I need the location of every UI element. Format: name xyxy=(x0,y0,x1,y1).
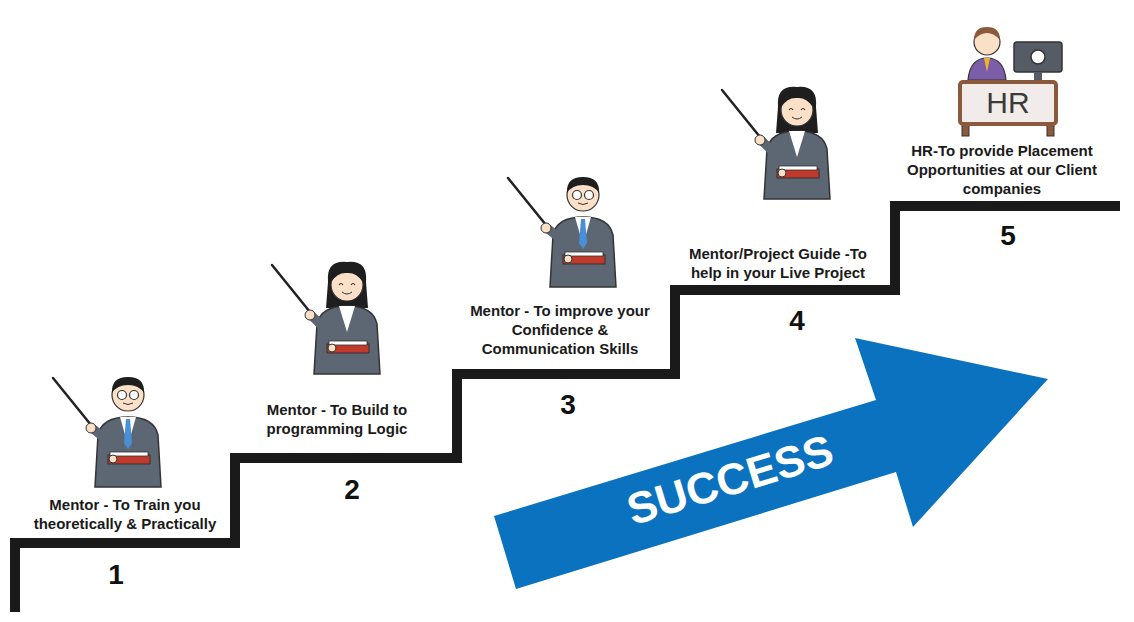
step-number: 1 xyxy=(108,560,124,590)
step-caption: HR-To provide Placement Opportunities at… xyxy=(882,141,1122,198)
mentor-figure xyxy=(272,262,380,374)
step-number: 5 xyxy=(1000,221,1016,251)
step-number: 3 xyxy=(560,390,576,420)
step-caption: Mentor - To Build to programming Logic xyxy=(237,400,437,438)
step-caption: Mentor - To Train you theoretically & Pr… xyxy=(10,495,240,533)
step-caption: Mentor/Project Guide -To help in your Li… xyxy=(688,244,868,282)
success-arrow: SUCCESS xyxy=(490,334,1052,594)
arrow-fill xyxy=(494,338,1048,589)
mentor-figure xyxy=(722,87,830,199)
step-number: 4 xyxy=(789,306,805,336)
desk-text: HR xyxy=(986,86,1029,120)
mentor-figure xyxy=(508,177,616,287)
step-caption: Mentor - To improve your Confidence & Co… xyxy=(455,301,665,358)
mentor-figure xyxy=(53,377,161,487)
step-number: 2 xyxy=(344,475,360,505)
hr-desk: HR xyxy=(958,80,1058,126)
